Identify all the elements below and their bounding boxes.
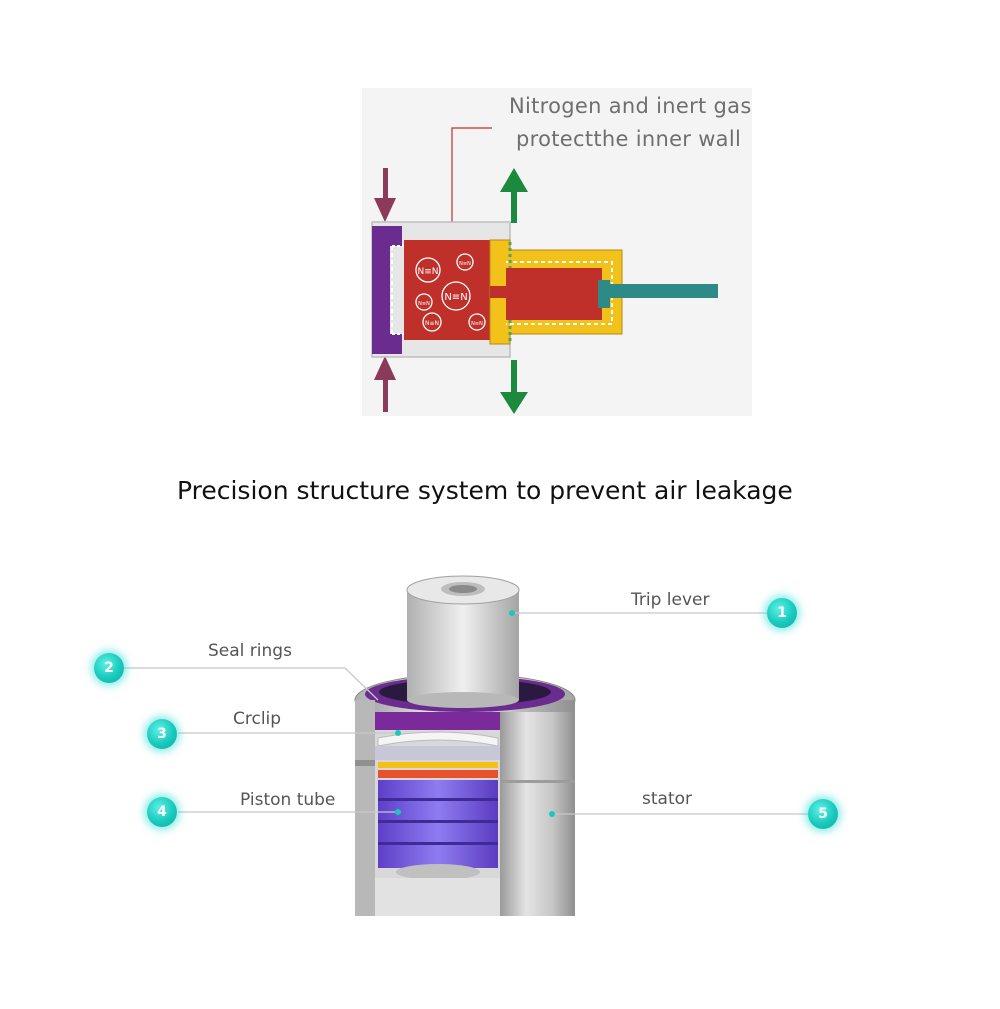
- label-stator: stator: [642, 789, 692, 809]
- left-top-arrow: [374, 168, 396, 222]
- yellow-ring: [378, 762, 498, 768]
- nitrogen-molecules: [415, 253, 486, 332]
- gas-chamber: [404, 240, 490, 340]
- molecule-label: N≡N: [471, 321, 483, 327]
- caption-leader-line: [451, 127, 492, 236]
- callout-badge-2: 2: [94, 653, 124, 683]
- label-piston-tube: Piston tube: [240, 790, 336, 810]
- molecule-label: N≡N: [459, 261, 471, 267]
- piston-rod-head: [598, 280, 610, 308]
- green-down-arrow: [500, 360, 528, 414]
- callout-badge-1: 1: [767, 598, 797, 628]
- left-bottom-arrow: [374, 356, 396, 412]
- trip-lever-body: [407, 590, 519, 700]
- section-heading: Precision structure system to prevent ai…: [177, 476, 793, 505]
- molecule-label: N≡N: [417, 267, 438, 277]
- callout-badge-4: 4: [147, 797, 177, 827]
- cutaway-wall: [355, 700, 375, 916]
- piston-rod: [610, 284, 718, 298]
- purple-end-cap: [372, 226, 402, 354]
- green-up-arrow: [500, 168, 528, 223]
- label-trip-lever: Trip lever: [631, 590, 710, 610]
- callout-badge-3: 3: [147, 719, 177, 749]
- molecule-label: N≡N: [444, 292, 467, 303]
- seal-ring-band: [375, 712, 500, 730]
- molecule-label: N≡N: [418, 301, 430, 307]
- orange-ring: [378, 770, 498, 778]
- molecule-label: N≡N: [425, 320, 439, 327]
- molecule-labels: N≡N N≡N N≡N N≡N N≡N N≡N: [417, 261, 483, 327]
- piston-tube-body: [378, 780, 498, 868]
- piston-body: [506, 268, 602, 320]
- schematic-caption-line1: Nitrogen and inert gas: [509, 94, 752, 118]
- schematic-caption-line2: protectthe inner wall: [516, 127, 742, 151]
- leader-seal-rings: [124, 667, 379, 701]
- label-crclip: Crclip: [233, 709, 282, 729]
- label-seal-rings: Seal rings: [208, 641, 292, 661]
- piston-neck: [490, 286, 506, 298]
- callout-badge-5: 5: [808, 799, 838, 829]
